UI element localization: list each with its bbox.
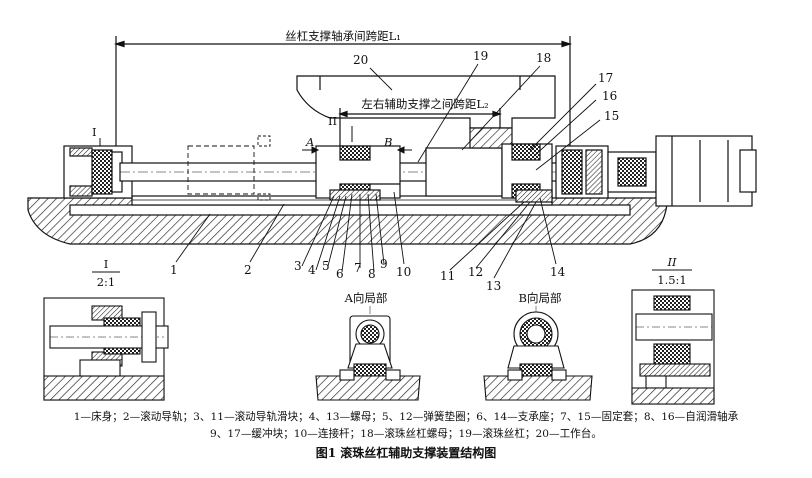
right-aux-support (501, 143, 553, 203)
dimension-l2-label: 左右辅助支撑之间跨距L₂ (361, 97, 488, 111)
part-number: 4 (308, 263, 316, 277)
leader-lines (175, 63, 601, 279)
view-b: B向局部 (483, 291, 593, 401)
view-a-title: A向局部 (344, 291, 388, 305)
part-number: 5 (322, 259, 330, 273)
work-table (296, 75, 556, 129)
dimension-l1 (113, 36, 573, 150)
detail-ii-scale: 1.5:1 (657, 273, 686, 287)
detail-ii-title: II (666, 255, 677, 269)
part-number: 9 (380, 257, 388, 271)
part-number: 18 (536, 51, 551, 65)
part-number: 20 (353, 53, 368, 67)
legend-line-2: 9、17—缓冲块；10—连接杆；18—滚珠丝杠螺母；19—滚珠丝杠；20—工作台… (210, 427, 602, 440)
ball-screw-nut (425, 147, 503, 197)
part-number: 19 (473, 49, 488, 63)
direction-a-marker: A (305, 135, 314, 149)
dimension-l1-label: 丝杠支撑轴承间跨距L₁ (285, 29, 401, 43)
part-number: 7 (354, 261, 362, 275)
part-number: 12 (468, 265, 483, 279)
detail-i-scale: 2:1 (97, 275, 116, 289)
part-number: 8 (368, 267, 376, 281)
view-marker-i: I (92, 125, 97, 139)
part-number: 11 (440, 269, 455, 283)
part-number: 13 (486, 279, 501, 293)
motor (655, 135, 753, 207)
view-a: A向局部 (315, 291, 421, 401)
detail-view-i: I 2:1 (43, 257, 169, 401)
view-b-title: B向局部 (519, 291, 562, 305)
left-aux-support (315, 145, 401, 201)
figure-caption: 图1 滚珠丝杠辅助支撑装置结构图 (316, 445, 497, 460)
detail-i-title: I (104, 257, 109, 271)
part-number: 2 (244, 263, 252, 277)
part-number: 16 (602, 89, 617, 103)
part-number: 10 (396, 265, 411, 279)
direction-b-marker: B (383, 135, 392, 149)
part-numbers: 20 19 18 17 16 15 1 2 3 4 5 6 7 8 9 10 1… (170, 49, 619, 293)
detail-view-ii: II 1.5:1 (631, 255, 715, 405)
part-number: 17 (598, 71, 613, 85)
part-number: 6 (336, 267, 344, 281)
section-markers (99, 126, 412, 154)
view-marker-ii: II (328, 114, 337, 128)
legend-line-1: 1—床身；2—滚动导轨；3、11—滚动导轨滑块；4、13—螺母；5、12—弹簧垫… (74, 410, 739, 423)
part-number: 3 (294, 259, 302, 273)
part-number: 1 (170, 263, 178, 277)
part-number: 14 (550, 265, 566, 279)
part-number: 15 (604, 109, 619, 123)
